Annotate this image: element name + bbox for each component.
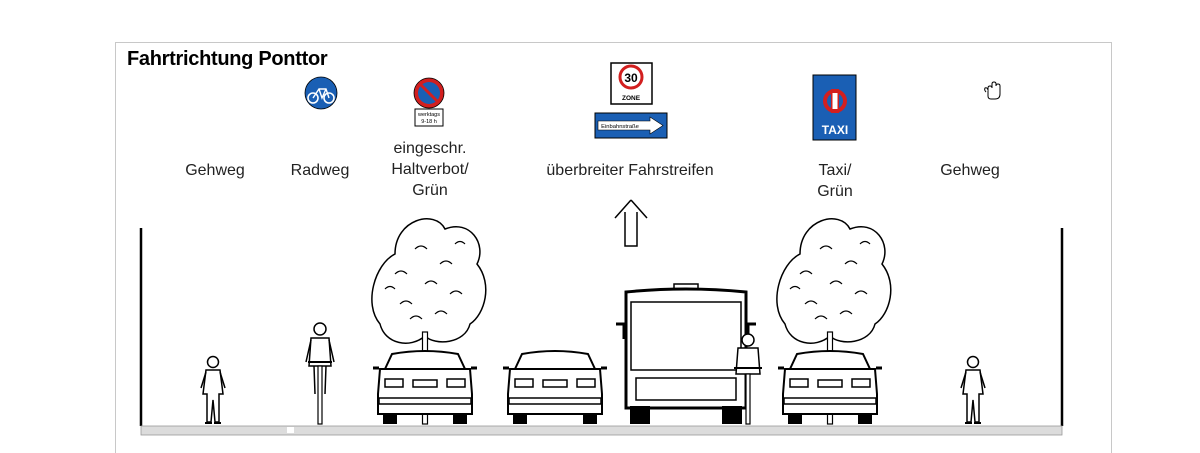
diagram-title: Fahrtrichtung Ponttor <box>127 48 328 70</box>
hand-cursor-icon <box>984 81 1001 100</box>
speed-zone-number: 30 <box>624 71 638 85</box>
pedestrian-left-icon <box>200 355 226 424</box>
no-stopping-icon <box>413 77 445 127</box>
label-gehweg-right: Gehweg <box>940 162 1000 179</box>
plate-line-1: werktags <box>417 112 440 118</box>
cyclist-icon <box>305 322 335 425</box>
plate-line-2: 9-18 h <box>421 119 437 125</box>
label-radweg: Radweg <box>290 162 350 179</box>
taxi-text: TAXI <box>822 123 848 137</box>
car-lane-icon <box>501 349 609 426</box>
speed-zone-sign <box>610 62 653 105</box>
label-haltverbot: eingeschr. Haltverbot/ Grün <box>391 140 469 199</box>
pedestrian-right-icon <box>960 355 986 424</box>
bicycle-icon <box>304 76 338 110</box>
one-way-sign <box>594 112 668 139</box>
one-way-text: Einbahnstraße <box>601 124 639 130</box>
label-taxi-gruen: Taxi/ Grün <box>817 162 853 200</box>
speed-zone-caption: ZONE <box>622 95 641 102</box>
car-parked-left-icon <box>371 349 479 426</box>
car-taxi-icon <box>776 349 884 426</box>
arrow-up-icon <box>614 199 648 247</box>
taxi-sign <box>812 74 857 141</box>
label-gehweg-left: Gehweg <box>185 162 245 179</box>
cyclist-lane-icon <box>734 333 762 425</box>
label-fahrstreifen: überbreiter Fahrstreifen <box>546 162 714 179</box>
bus-icon <box>616 283 756 424</box>
ground <box>139 228 1064 436</box>
diagram-frame <box>115 42 1112 453</box>
